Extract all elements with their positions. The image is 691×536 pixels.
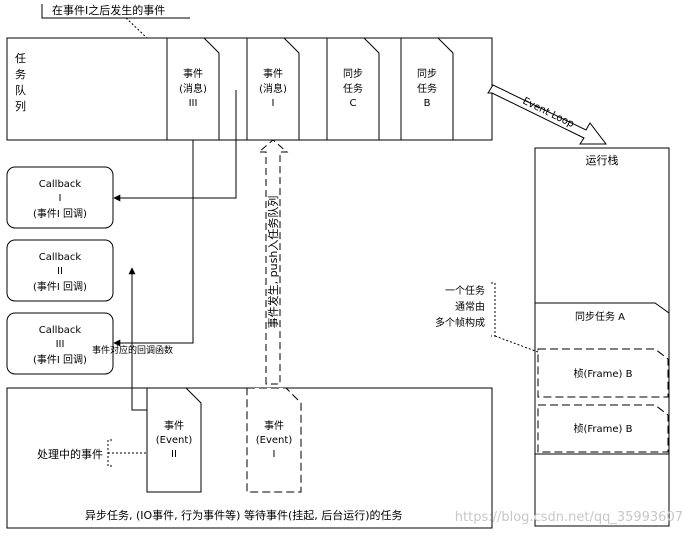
svg-text:一个任务: 一个任务 xyxy=(445,284,485,297)
svg-text:(事件I 回调): (事件I 回调) xyxy=(33,353,87,366)
svg-text:(消息): (消息) xyxy=(259,82,287,95)
task-queue-label: 任 务 队 列 xyxy=(15,52,26,113)
svg-text:(Event): (Event) xyxy=(256,435,293,446)
top-note: 在事件I之后发生的事件 xyxy=(52,3,165,17)
connector-event-iii-callback xyxy=(113,140,194,347)
svg-text:I: I xyxy=(273,449,276,460)
top-note-bracket xyxy=(41,4,190,19)
frame-label-1: 桢(Frame) B xyxy=(574,367,633,380)
svg-text:事件: 事件 xyxy=(263,67,283,80)
svg-text:事件: 事件 xyxy=(183,67,203,80)
svg-text:(事件I 回调): (事件I 回调) xyxy=(33,280,87,293)
svg-text:Callback: Callback xyxy=(39,252,82,263)
watermark: https://blog.csdn.net/qq_35993607 xyxy=(455,510,683,525)
callback-ii: Callback II (事件I 回调) xyxy=(6,239,114,302)
svg-text:C: C xyxy=(350,98,357,109)
bottom-caption: 异步任务, (IO事件, 行为事件等) 等待事件(挂起, 后台运行)的任务 xyxy=(85,508,403,522)
svg-text:多个帧构成: 多个帧构成 xyxy=(435,316,485,329)
queue-item-sync-task-b: 同步 任务 B xyxy=(400,37,454,141)
svg-text:任务: 任务 xyxy=(343,82,363,95)
svg-text:队: 队 xyxy=(15,83,26,97)
queue-item-event-iii: 事件 (消息) III xyxy=(166,37,220,141)
svg-text:I: I xyxy=(272,98,275,109)
processing-note-bracket xyxy=(107,439,147,467)
svg-text:任务: 任务 xyxy=(417,82,437,95)
callback-note: 事件对应的回调函数 xyxy=(92,344,173,356)
pending-event-ii: 事件 (Event) II xyxy=(146,387,202,493)
queue-item-sync-task-c: 同步 任务 C xyxy=(326,37,380,141)
svg-text:(Event): (Event) xyxy=(156,435,193,446)
svg-text:列: 列 xyxy=(15,99,26,113)
queue-item-event-i: 事件 (消息) I xyxy=(246,37,300,141)
svg-text:I: I xyxy=(59,193,62,204)
svg-text:II: II xyxy=(171,449,177,460)
event-loop-arrow: Event Loop xyxy=(487,84,608,145)
pending-event-i: 事件 (Event) I xyxy=(246,387,302,493)
svg-text:通常由: 通常由 xyxy=(455,300,485,313)
svg-text:B: B xyxy=(424,98,431,109)
svg-text:III: III xyxy=(56,339,65,350)
svg-text:(事件I 回调): (事件I 回调) xyxy=(33,207,87,220)
callback-iii: Callback III (事件I 回调) xyxy=(6,312,114,375)
connector-event-i-callback xyxy=(113,90,237,202)
svg-text:II: II xyxy=(57,266,63,277)
push-note: 事件发生, push入任务队列 xyxy=(266,196,280,329)
svg-text:III: III xyxy=(189,98,198,109)
frame-note: 一个任务 通常由 多个帧构成 xyxy=(435,282,539,353)
svg-text:事件: 事件 xyxy=(164,419,184,432)
svg-text:同步: 同步 xyxy=(343,68,363,80)
callback-i: Callback I (事件I 回调) xyxy=(6,166,114,229)
svg-text:(消息): (消息) xyxy=(179,82,207,95)
svg-text:Callback: Callback xyxy=(39,179,82,190)
push-arrow: 事件发生, push入任务队列 xyxy=(257,139,289,385)
svg-text:任: 任 xyxy=(15,52,26,65)
call-stack-title: 运行栈 xyxy=(586,153,619,167)
processing-note: 处理中的事件 xyxy=(37,447,103,461)
frame-label-2: 桢(Frame) B xyxy=(574,422,633,435)
svg-text:同步: 同步 xyxy=(417,68,437,80)
svg-text:务: 务 xyxy=(15,68,26,81)
frame-box-1 xyxy=(537,348,669,398)
sync-task-a-title: 同步任务 A xyxy=(575,310,625,323)
svg-text:Callback: Callback xyxy=(39,325,82,336)
frame-box-2 xyxy=(537,404,669,453)
event-loop-label: Event Loop xyxy=(521,96,576,130)
connector-event-ii-callback xyxy=(128,267,147,411)
svg-text:事件: 事件 xyxy=(264,419,284,432)
